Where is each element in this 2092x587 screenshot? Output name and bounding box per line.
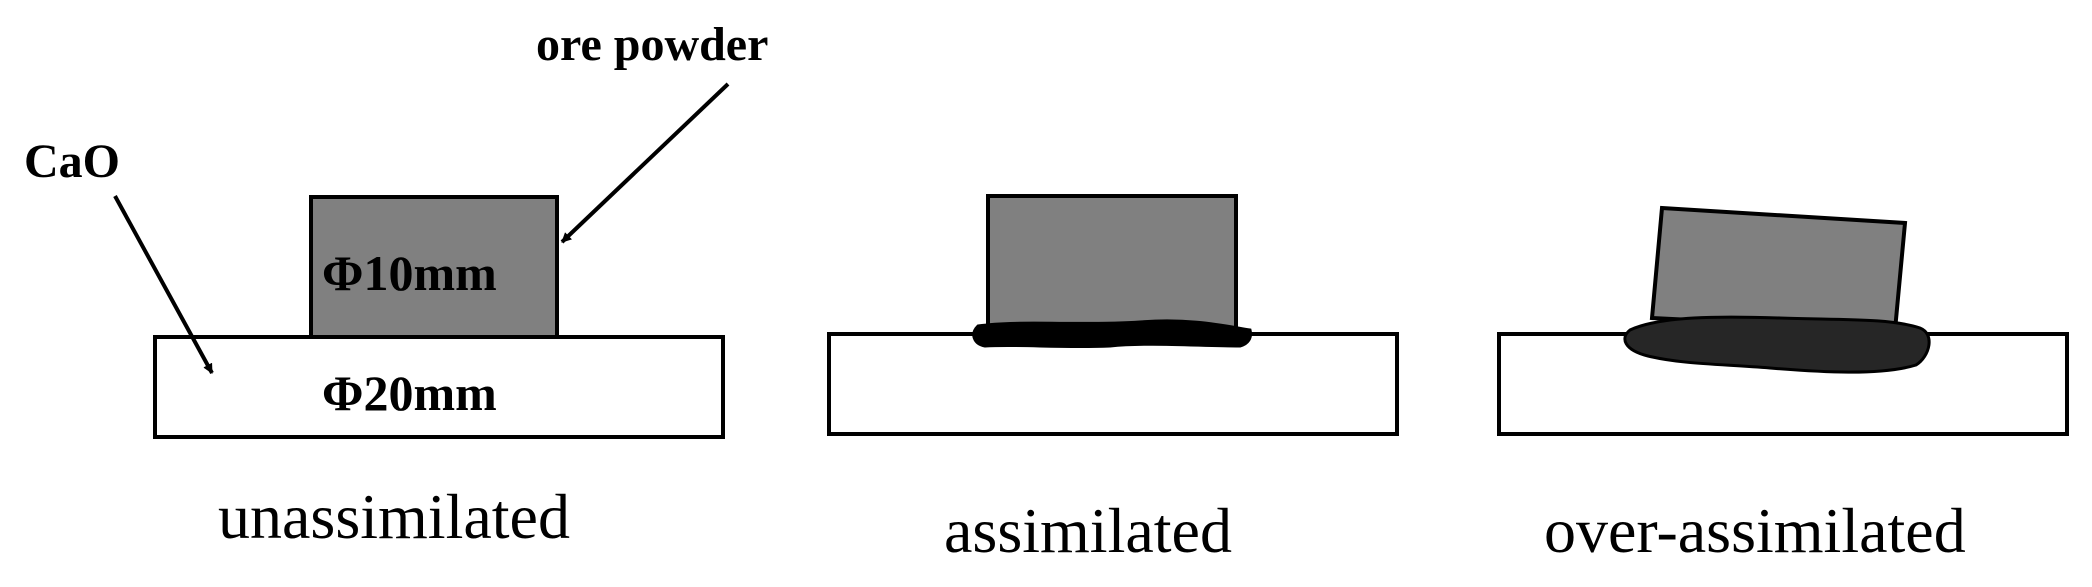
ore-sample [1649,205,1908,333]
cao-substrate [153,335,725,439]
cao-substrate [827,332,1399,436]
panel-over-assimilated: over-assimilated [1497,205,2069,566]
sample-diameter-label: Φ10mm [322,245,497,301]
cao-arrow [113,195,214,374]
ore-sample [309,195,559,339]
substrate-diameter-label: Φ20mm [322,365,497,421]
caption-over-assimilated: over-assimilated [1544,495,1966,566]
caption-unassimilated: unassimilated [218,481,570,552]
ore-sample [986,194,1238,336]
ore-powder-label: ore powder [536,18,768,71]
panel-unassimilated: ore powder CaO Φ10mm Φ20mm unassimilated [24,18,768,552]
melt-layer-thick [1623,315,1931,374]
cao-label: CaO [24,135,120,188]
caption-assimilated: assimilated [944,495,1232,566]
melt-layer-thin [972,319,1252,349]
panel-assimilated: assimilated [827,194,1399,566]
ore-powder-arrow [560,82,730,244]
